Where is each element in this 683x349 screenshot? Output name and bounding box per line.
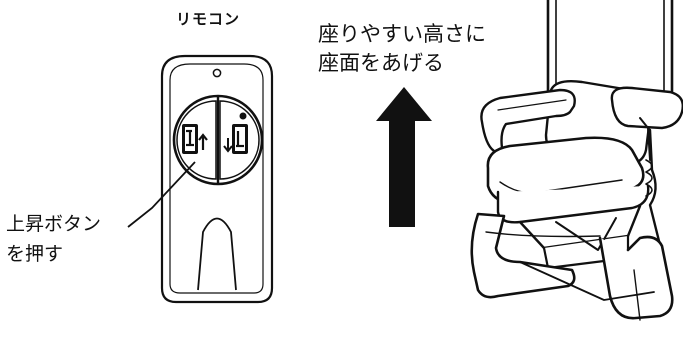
lower-button[interactable] bbox=[219, 100, 260, 180]
seat-raise-icon bbox=[182, 124, 208, 154]
raise-button[interactable] bbox=[176, 100, 217, 180]
remote-led-icon bbox=[212, 68, 222, 78]
remote-title: リモコン bbox=[176, 10, 241, 28]
rise-caption-line2: 座面をあげる bbox=[318, 51, 444, 75]
press-button-caption: 上昇ボタン を押す bbox=[6, 209, 101, 269]
press-caption-line2: を押す bbox=[6, 243, 64, 265]
seat-lower-icon bbox=[223, 112, 248, 154]
lift-chair-illustration bbox=[470, 0, 683, 321]
press-caption-line1: 上昇ボタン bbox=[6, 213, 102, 235]
remote-control-icon bbox=[160, 54, 274, 304]
arrow-up-icon bbox=[376, 87, 432, 227]
callout-line bbox=[127, 161, 196, 228]
rise-caption-line1: 座りやすい高さに bbox=[318, 22, 486, 46]
rise-caption: 座りやすい高さに 座面をあげる bbox=[318, 20, 486, 78]
remote-slot bbox=[197, 217, 237, 291]
